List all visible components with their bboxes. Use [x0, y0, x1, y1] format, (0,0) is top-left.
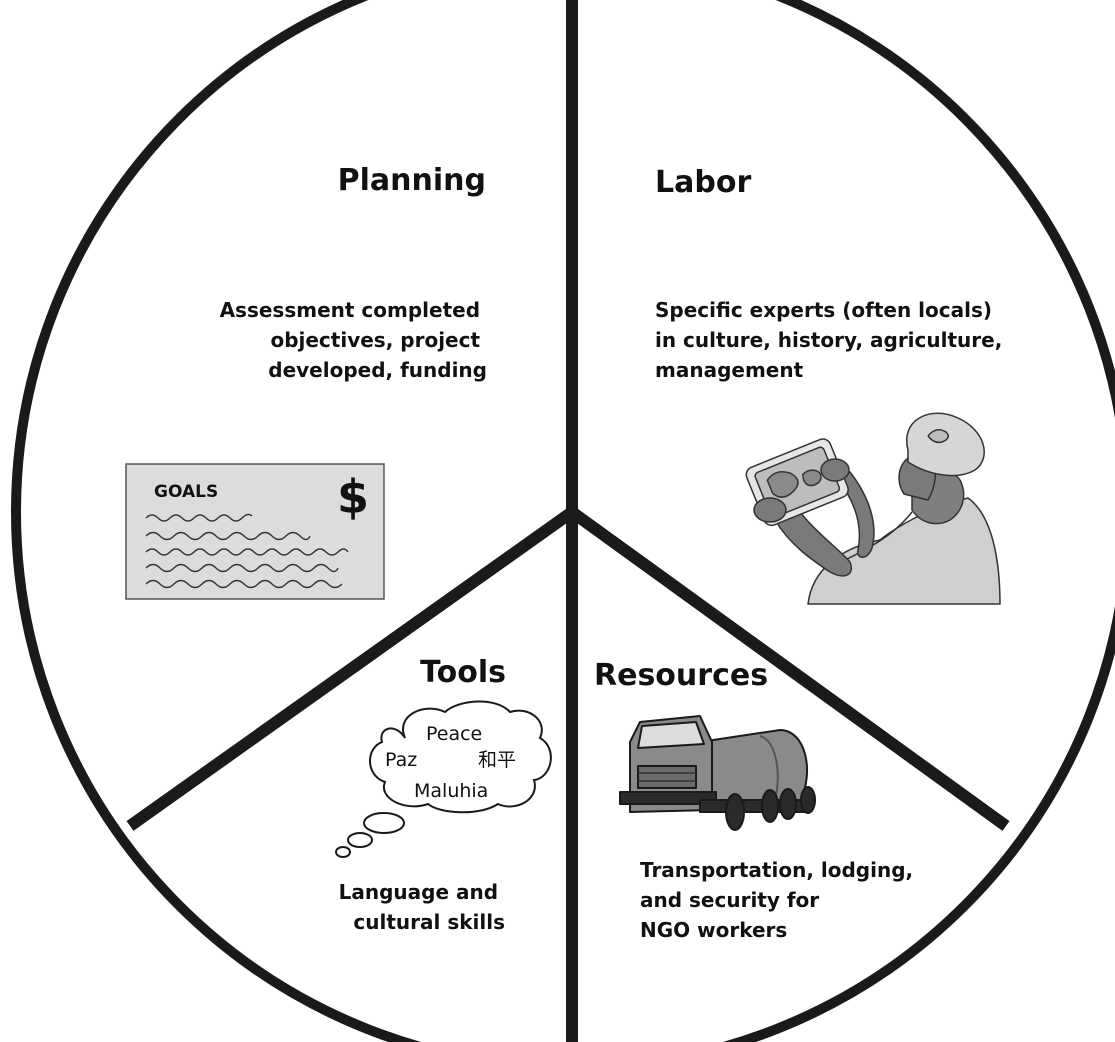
person-with-tablet-icon — [745, 412, 1001, 605]
labor-line: management — [655, 358, 804, 382]
labor-description: Specific experts (often locals) in cultu… — [655, 298, 1009, 382]
labor-line: Specific experts (often locals) — [655, 298, 992, 322]
thought-trail-small — [335, 846, 351, 858]
thought-word-heping: 和平 — [478, 749, 516, 771]
tools-line: Language and — [339, 880, 498, 904]
thought-bubble-icon: Peace Paz 和平 Maluhia — [335, 700, 552, 858]
planning-line: developed, funding — [268, 358, 487, 382]
goals-heading: GOALS — [154, 482, 218, 502]
thought-word-peace: Peace — [426, 723, 482, 745]
goals-document-icon: GOALS $ — [125, 463, 385, 600]
divider-left-diagonal — [126, 507, 576, 831]
resources-line: and security for — [640, 888, 819, 912]
resources-line: NGO workers — [640, 918, 787, 942]
planning-line: Assessment completed — [220, 298, 480, 322]
tools-line: cultural skills — [353, 910, 505, 934]
tools-description: Language and cultural skills — [339, 880, 505, 934]
planning-line: objectives, project — [270, 328, 480, 352]
labor-title: Labor — [655, 165, 751, 200]
scribble-lines-icon — [145, 513, 349, 589]
resources-title: Resources — [594, 658, 768, 693]
thought-word-maluhia: Maluhia — [414, 780, 488, 802]
labor-line: in culture, history, agriculture, — [655, 328, 1002, 352]
tools-title: Tools — [420, 655, 506, 690]
dollar-icon: $ — [337, 470, 369, 524]
planning-title: Planning — [338, 163, 486, 198]
planning-description: Assessment completed objectives, project… — [220, 298, 487, 382]
truck-icon — [619, 715, 816, 831]
resources-description: Transportation, lodging, and security fo… — [640, 858, 920, 942]
thought-word-paz: Paz — [385, 749, 417, 771]
divider-right-diagonal — [568, 507, 1010, 831]
resources-line: Transportation, lodging, — [640, 858, 913, 882]
thought-trail-large — [363, 812, 405, 834]
thought-trail-medium — [347, 832, 373, 848]
